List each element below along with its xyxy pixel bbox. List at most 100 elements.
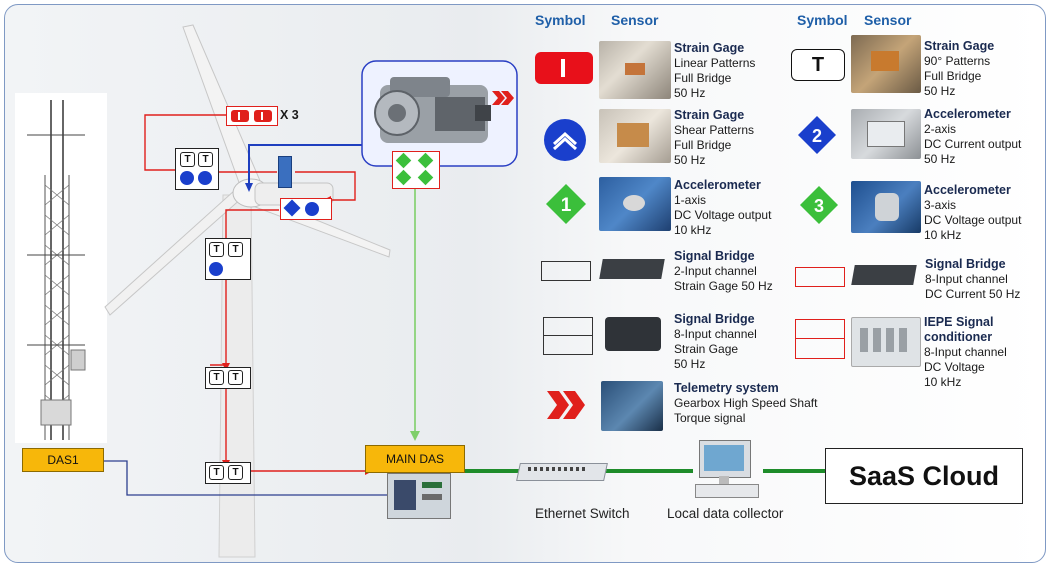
iepe-conditioner-photo xyxy=(851,317,921,367)
svg-text:2: 2 xyxy=(812,126,822,146)
legend-line: Shear Patterns xyxy=(674,123,755,137)
signal-bridge-tower-top: T T xyxy=(205,238,251,280)
legend-line: 50 Hz xyxy=(924,152,956,166)
strain-gage-shear-icon xyxy=(180,171,194,185)
accelerometer-2axis-icon: 2 xyxy=(798,116,836,154)
legend-title: Signal Bridge xyxy=(674,249,755,263)
signal-bridge-dc-photo xyxy=(849,255,921,295)
strain-gage-shear-icon xyxy=(544,119,586,161)
legend-accel-1: Accelerometer 1-axis DC Voltage output 1… xyxy=(674,178,771,238)
legend-line: DC Voltage output xyxy=(924,213,1022,227)
legend-iepe: IEPE Signal conditioner 8-Input channel … xyxy=(924,315,1034,390)
legend-line: 10 kHz xyxy=(924,228,962,242)
accelerometer-1axis-photo xyxy=(599,177,671,231)
accelerometer-2axis-photo xyxy=(851,109,921,159)
strain-gage-linear-icon xyxy=(535,52,593,84)
local-data-collector-image xyxy=(691,440,763,502)
legend-strain-linear: Strain Gage Linear Patterns Full Bridge … xyxy=(674,41,755,101)
legend-strain-90: Strain Gage 90° Patterns Full Bridge 50 … xyxy=(924,39,994,99)
svg-text:1: 1 xyxy=(561,195,572,216)
legend-line: DC Current 50 Hz xyxy=(925,287,1021,301)
accelerometer-3axis-icon: 3 xyxy=(800,186,838,224)
svg-text:3: 3 xyxy=(814,196,824,216)
legend-line: 10 kHz xyxy=(674,223,712,237)
legend-title: Telemetry system xyxy=(674,381,779,395)
legend-line: 8-Input channel xyxy=(924,345,1007,359)
legend-title: Signal Bridge xyxy=(674,312,755,326)
legend-title: IEPE Signal conditioner xyxy=(924,315,994,344)
das1-link xyxy=(103,460,387,496)
strain-gage-shear-icon xyxy=(209,262,223,276)
legend-title: Strain Gage xyxy=(924,39,995,53)
legend-title: Accelerometer xyxy=(924,183,1011,197)
legend-telemetry: Telemetry system Gearbox High Speed Shaf… xyxy=(674,381,817,426)
accelerometer-3axis-photo xyxy=(851,181,921,233)
strain-gage-linear-icon xyxy=(231,110,249,122)
signal-bridge-8ch-icon xyxy=(543,317,593,355)
legend-line: Strain Gage 50 Hz xyxy=(674,279,773,293)
strain-gage-90-photo xyxy=(851,35,921,93)
gearbox-image xyxy=(374,77,491,143)
legend-strain-shear: Strain Gage Shear Patterns Full Bridge 5… xyxy=(674,108,754,168)
legend-header-symbol-right: Symbol xyxy=(797,12,848,28)
legend-line: 50 Hz xyxy=(674,153,706,167)
legend-title: Accelerometer xyxy=(674,178,761,192)
accelerometer-2axis-icon xyxy=(283,199,301,217)
signal-bridge-8ch-photo xyxy=(599,307,667,359)
signal-bridge-8ch-icon: T T xyxy=(175,148,219,190)
main-das-device xyxy=(387,473,451,519)
met-mast xyxy=(15,93,107,443)
saas-cloud-box[interactable]: SaaS Cloud xyxy=(825,448,1023,504)
legend-line: 2-axis xyxy=(924,122,957,136)
strain-gage-90-icon: T xyxy=(209,465,224,480)
legend-line: 10 kHz xyxy=(924,375,962,389)
das1-box[interactable]: DAS1 xyxy=(22,448,104,472)
legend-title: Strain Gage xyxy=(674,108,745,122)
strain-gage-90-icon: T xyxy=(228,465,243,480)
legend-accel-2: Accelerometer 2-axis DC Current output 5… xyxy=(924,107,1021,167)
strain-gage-linear-icon xyxy=(254,110,272,122)
legend-line: 50 Hz xyxy=(674,86,706,100)
legend-line: DC Voltage output xyxy=(674,208,772,222)
signal-bridge-2ch-icon xyxy=(541,261,591,281)
strain-gage-90-icon: T xyxy=(209,370,224,385)
legend-line: 50 Hz xyxy=(924,84,956,98)
accelerometer-3axis-icon xyxy=(417,152,434,169)
strain-gage-shear-icon xyxy=(305,202,319,216)
accelerometer-1axis-icon xyxy=(395,152,412,169)
legend-line: Gearbox High Speed Shaft xyxy=(674,396,818,410)
legend-line: DC Voltage xyxy=(924,360,985,374)
legend-bridge-8sg: Signal Bridge 8-Input channel Strain Gag… xyxy=(674,312,757,372)
legend-line: Full Bridge xyxy=(674,71,732,85)
nacelle-sensor xyxy=(278,156,292,188)
legend-line: Torque signal xyxy=(674,411,746,425)
accelerometer-1axis-icon xyxy=(395,169,412,186)
signal-bridge-tower-base: T T xyxy=(205,462,251,484)
legend-title: Accelerometer xyxy=(924,107,1011,121)
blue-wire xyxy=(248,144,365,185)
accelerometer-3axis-icon xyxy=(417,169,434,186)
main-das-box[interactable]: MAIN DAS xyxy=(365,445,465,473)
signal-bridge-dc-icon xyxy=(795,267,845,287)
strain-gage-90-icon: T xyxy=(180,152,195,167)
legend-line: 8-Input channel xyxy=(674,327,757,341)
legend-accel-3: Accelerometer 3-axis DC Voltage output 1… xyxy=(924,183,1021,243)
legend-line: 90° Patterns xyxy=(924,54,991,68)
legend-header-symbol-left: Symbol xyxy=(535,12,586,28)
ethernet-switch-label: Ethernet Switch xyxy=(535,506,630,521)
strain-gage-linear-photo xyxy=(599,41,671,99)
legend-line: Linear Patterns xyxy=(674,56,756,70)
telemetry-chevron-icon xyxy=(492,91,514,105)
legend-title: Signal Bridge xyxy=(925,257,1006,271)
strain-gage-group xyxy=(226,106,278,126)
legend-line: Full Bridge xyxy=(674,138,732,152)
iepe-conditioner-icon xyxy=(795,319,845,359)
legend-line: 50 Hz xyxy=(674,357,706,371)
legend-line: DC Current output xyxy=(924,137,1022,151)
legend-header-sensor-right: Sensor xyxy=(864,12,912,28)
legend-title: Strain Gage xyxy=(674,41,745,55)
telemetry-photo xyxy=(601,381,663,431)
accelerometer-1axis-icon: 1 xyxy=(546,184,586,224)
multiplier-label: X 3 xyxy=(280,108,299,122)
telemetry-icon xyxy=(547,391,585,419)
